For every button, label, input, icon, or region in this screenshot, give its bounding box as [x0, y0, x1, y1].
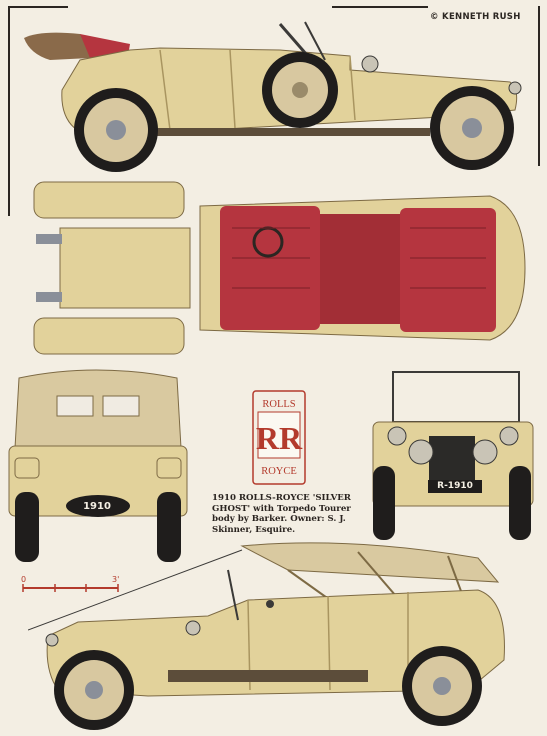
- side-view-hood-up-illustration: [28, 542, 505, 730]
- caption-line: GHOST' with Torpedo Tourer: [212, 503, 351, 514]
- caption: 1910 ROLLS-ROYCE 'SILVER GHOST' with Tor…: [212, 493, 352, 535]
- caption-line: 1910 ROLLS-ROYCE 'SILVER: [212, 493, 351, 503]
- badge-top-text: ROLLS: [262, 399, 295, 410]
- badge-monogram: RR: [256, 420, 303, 456]
- front-view-illustration: [372, 371, 534, 540]
- artist-credit: © KENNETH RUSH: [430, 12, 521, 22]
- scale-end-label: 3': [112, 575, 119, 584]
- frame-right: [538, 6, 540, 166]
- rolls-royce-badge: ROLLS RR ROYCE: [252, 390, 306, 485]
- plan-view-illustration: [33, 181, 526, 355]
- frame-top-right: [332, 6, 428, 8]
- side-view-illustration: [24, 21, 522, 172]
- frame-top-left: [8, 6, 68, 8]
- rear-view-illustration: [8, 369, 188, 562]
- front-plate: R-1910: [428, 480, 482, 493]
- frame-left: [8, 6, 10, 216]
- caption-line: body by Barker. Owner: S. J.: [212, 514, 346, 524]
- scale-bar: 0 3': [21, 575, 119, 592]
- badge-bottom-text: ROYCE: [261, 466, 297, 477]
- rear-plate: 1910: [83, 501, 111, 512]
- scale-start-label: 0: [21, 575, 26, 584]
- caption-line: Skinner, Esquire.: [212, 524, 296, 535]
